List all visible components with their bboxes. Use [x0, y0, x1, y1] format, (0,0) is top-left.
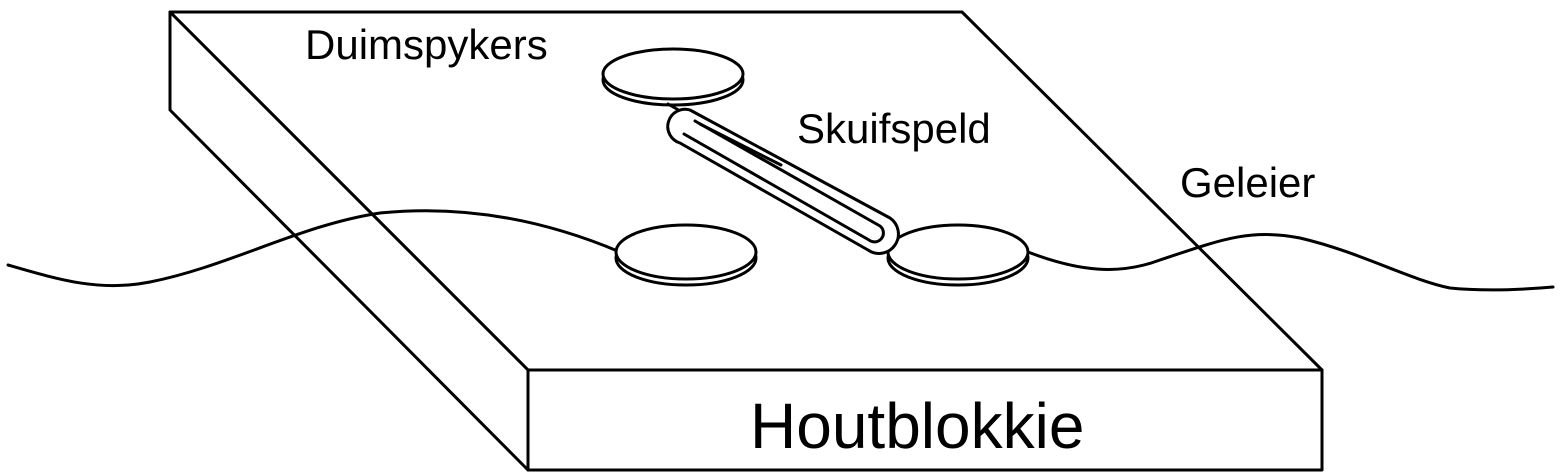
- thumbtack-left: [614, 223, 758, 287]
- label-wood-block: Houtblokkie: [750, 390, 1084, 462]
- thumbtack-top: [601, 47, 745, 107]
- label-conductor: Geleier: [1180, 159, 1315, 206]
- label-thumbtacks: Duimspykers: [305, 21, 548, 68]
- block-front-face: [526, 368, 1324, 472]
- wire-right-segment: [1026, 232, 1555, 292]
- wood-block: [168, 10, 1324, 472]
- wire-left-segment: [6, 209, 622, 288]
- thumbtack-right: [886, 223, 1030, 287]
- conductor-wire: [6, 209, 1555, 292]
- slide-pin[interactable]: [666, 102, 900, 255]
- label-slide-pin: Skuifspeld: [797, 105, 991, 152]
